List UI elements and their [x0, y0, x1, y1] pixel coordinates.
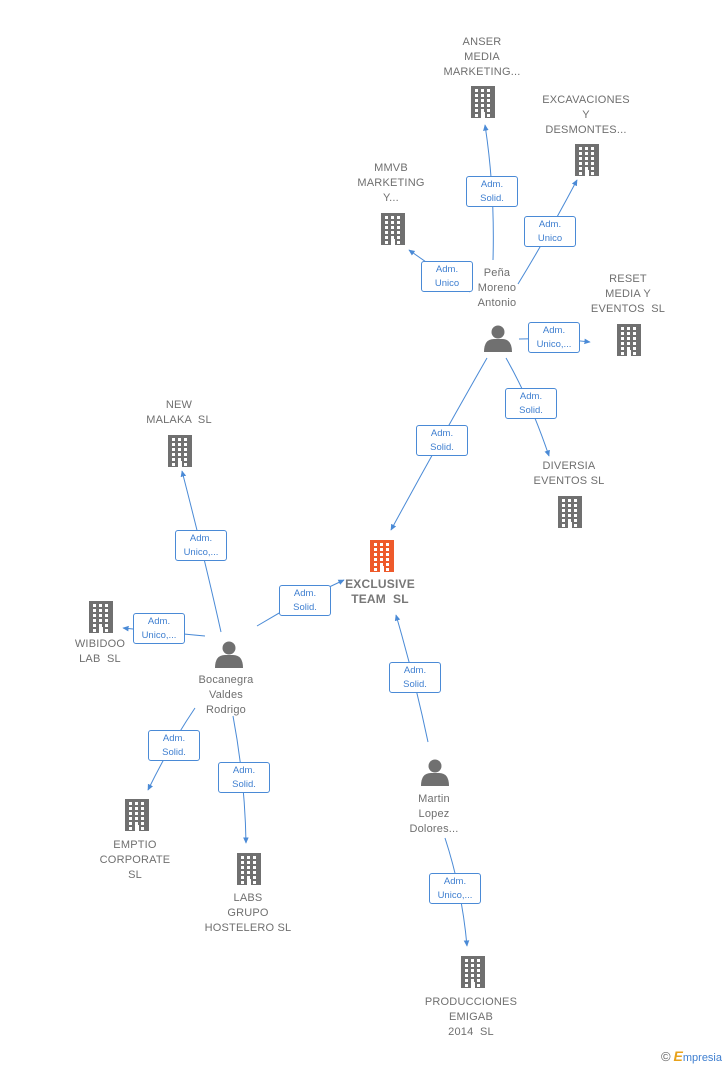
- company-name-label[interactable]: ANSER MEDIA MARKETING...: [443, 36, 521, 78]
- company-excavaciones-building-icon[interactable]: [575, 144, 599, 176]
- company-name-label[interactable]: EXCAVACIONES Y DESMONTES...: [542, 94, 630, 136]
- role-badge[interactable]: Adm. Unico: [421, 261, 473, 292]
- person-martin-icon[interactable]: [421, 759, 449, 787]
- company-name-label[interactable]: LABS GRUPO HOSTELERO SL: [204, 892, 292, 934]
- company-diversia-building-icon[interactable]: [558, 496, 582, 528]
- role-badge[interactable]: Adm. Solid.: [218, 762, 270, 793]
- role-badge[interactable]: Adm. Unico,...: [175, 530, 227, 561]
- role-badge[interactable]: Adm. Unico,...: [528, 322, 580, 353]
- role-badge[interactable]: Adm. Solid.: [279, 585, 331, 616]
- role-badge[interactable]: Adm. Solid.: [416, 425, 468, 456]
- company-name-label[interactable]: EMPTIO CORPORATE SL: [99, 839, 171, 881]
- company-mmvb-building-icon[interactable]: [381, 213, 405, 245]
- company-newmalaka-building-icon[interactable]: [168, 435, 192, 467]
- company-name-label[interactable]: WIBIDOO LAB SL: [74, 638, 126, 665]
- person-name-label[interactable]: Bocanegra Valdes Rodrigo: [198, 674, 254, 716]
- role-badge[interactable]: Adm. Solid.: [466, 176, 518, 207]
- person-name-label[interactable]: Peña Moreno Antonio: [477, 267, 517, 309]
- company-reset-building-icon[interactable]: [617, 324, 641, 356]
- role-badge[interactable]: Adm. Solid.: [148, 730, 200, 761]
- company-anser-building-icon[interactable]: [471, 86, 495, 118]
- company-name-label[interactable]: PRODUCCIONES EMIGAB 2014 SL: [424, 996, 518, 1038]
- company-wibidoo-building-icon[interactable]: [89, 601, 113, 633]
- copyright-icon: ©: [660, 1049, 671, 1064]
- company-name-label[interactable]: NEW MALAKA SL: [146, 399, 212, 426]
- company-labs-building-icon[interactable]: [237, 853, 261, 885]
- role-badge[interactable]: Adm. Unico,...: [429, 873, 481, 904]
- brand-name: mpresia: [682, 1052, 722, 1064]
- company-name-label[interactable]: RESET MEDIA Y EVENTOS SL: [590, 273, 666, 315]
- company-name-label[interactable]: EXCLUSIVE TEAM SL: [345, 577, 415, 606]
- company-name-label[interactable]: DIVERSIA EVENTOS SL: [533, 460, 605, 487]
- person-pena-icon[interactable]: [484, 325, 512, 353]
- role-badge[interactable]: Adm. Solid.: [505, 388, 557, 419]
- company-producciones-building-icon[interactable]: [461, 956, 485, 988]
- focus-company-building-icon[interactable]: [370, 540, 394, 572]
- role-badge[interactable]: Adm. Solid.: [389, 662, 441, 693]
- person-bocanegra-icon[interactable]: [215, 641, 243, 669]
- person-name-label[interactable]: Martin Lopez Dolores...: [409, 793, 459, 835]
- company-name-label[interactable]: MMVB MARKETING Y...: [357, 162, 425, 204]
- brand-footer: ©Empresia: [661, 1048, 722, 1064]
- brand-initial: E: [673, 1048, 683, 1064]
- role-badge[interactable]: Adm. Unico: [524, 216, 576, 247]
- role-badge[interactable]: Adm. Unico,...: [133, 613, 185, 644]
- company-emptio-building-icon[interactable]: [125, 799, 149, 831]
